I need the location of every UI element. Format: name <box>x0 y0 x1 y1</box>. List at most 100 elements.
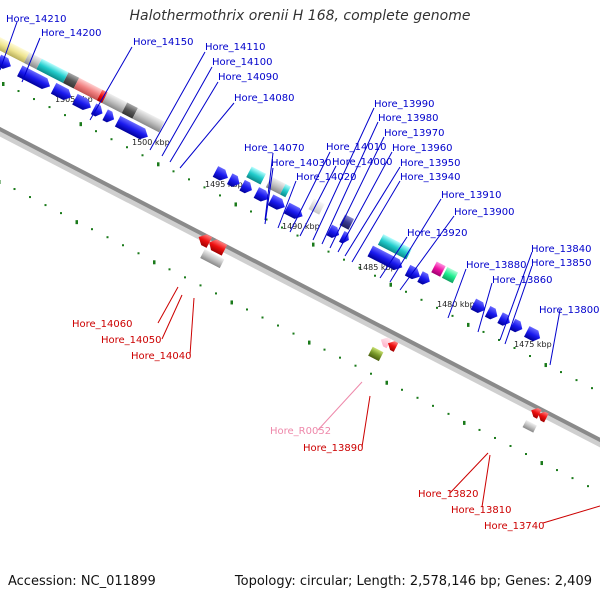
gene-label-hore-13980[interactable]: Hore_13980 <box>378 113 439 124</box>
gene-label-hore-14110[interactable]: Hore_14110 <box>205 42 266 53</box>
tick-dot <box>529 355 531 358</box>
gene-label-hore-13850[interactable]: Hore_13850 <box>531 258 592 269</box>
tick-dot <box>75 220 78 225</box>
gene-label-hore-14050[interactable]: Hore_14050 <box>101 335 162 346</box>
kbp-tick-label: 1500 kbp <box>132 138 170 147</box>
gene-feature[interactable] <box>431 261 446 277</box>
gene-arrow[interactable] <box>50 82 74 103</box>
tick-dot <box>478 428 481 431</box>
gene-label-hore-13880[interactable]: Hore_13880 <box>466 260 527 271</box>
gene-arrow[interactable] <box>114 115 151 142</box>
gene-arrow[interactable] <box>529 406 542 419</box>
tick-dot <box>215 292 217 295</box>
gene-feature[interactable] <box>441 267 459 284</box>
gene-feature[interactable] <box>0 33 30 63</box>
gene-arrow[interactable] <box>386 339 399 352</box>
gene-feature[interactable] <box>246 166 266 185</box>
gene-arrow[interactable] <box>484 305 500 322</box>
gene-arrow[interactable] <box>417 271 432 287</box>
gene-label-hore-14150[interactable]: Hore_14150 <box>133 37 194 48</box>
gene-label-hore-r0052[interactable]: Hore_R0052 <box>270 426 331 437</box>
gene-label-hore-13920[interactable]: Hore_13920 <box>407 228 468 239</box>
gene-feature[interactable] <box>36 58 69 83</box>
gene-feature[interactable] <box>132 107 165 133</box>
gene-arrow[interactable] <box>536 409 549 423</box>
gene-feature[interactable] <box>368 346 384 362</box>
tick-dot <box>405 290 407 293</box>
gene-label-hore-14090[interactable]: Hore_14090 <box>218 72 279 83</box>
gene-arrow[interactable] <box>196 232 213 248</box>
gene-label-hore-13810[interactable]: Hore_13810 <box>451 505 512 516</box>
genome-summary-text: Topology: circular; Length: 2,578,146 bp… <box>234 574 592 589</box>
gene-arrow[interactable] <box>339 231 352 245</box>
gene-label-hore-14210[interactable]: Hore_14210 <box>6 14 67 25</box>
gene-arrow[interactable] <box>239 179 254 196</box>
tick-dot <box>33 98 35 101</box>
gene-feature[interactable] <box>200 249 225 269</box>
gene-feature[interactable] <box>308 198 325 215</box>
gene-label-hore-14200[interactable]: Hore_14200 <box>41 28 102 39</box>
gene-label-hore-14010[interactable]: Hore_14010 <box>326 142 387 153</box>
gene-arrow[interactable] <box>379 335 392 349</box>
gene-arrow[interactable] <box>253 187 272 204</box>
gene-label-hore-14070[interactable]: Hore_14070 <box>244 143 305 154</box>
gene-feature[interactable] <box>102 92 128 114</box>
gene-feature[interactable] <box>73 77 103 101</box>
gene-label-hore-14000[interactable]: Hore_14000 <box>332 157 393 168</box>
gene-feature[interactable] <box>377 234 412 260</box>
gene-label-hore-13740[interactable]: Hore_13740 <box>484 521 545 532</box>
gene-arrow[interactable] <box>102 109 116 124</box>
tick-dot <box>48 106 51 109</box>
gene-label-hore-13840[interactable]: Hore_13840 <box>531 244 592 255</box>
tick-dot <box>416 396 419 399</box>
tick-dot <box>199 284 202 287</box>
gene-feature[interactable] <box>63 72 80 89</box>
gene-arrow[interactable] <box>72 93 93 113</box>
tick-dot <box>172 170 175 173</box>
tick-dot <box>560 371 562 374</box>
gene-arrow[interactable] <box>226 173 242 189</box>
gene-label-hore-14100[interactable]: Hore_14100 <box>212 57 273 68</box>
tick-dot <box>60 212 62 215</box>
gene-label-hore-13940[interactable]: Hore_13940 <box>400 172 461 183</box>
gene-feature[interactable] <box>23 52 42 70</box>
gene-label-hore-13960[interactable]: Hore_13960 <box>392 143 453 154</box>
tick-dot <box>312 242 315 247</box>
gene-label-hore-13860[interactable]: Hore_13860 <box>492 275 553 286</box>
gene-arrow[interactable] <box>207 237 228 256</box>
gene-label-hore-14040[interactable]: Hore_14040 <box>131 351 192 362</box>
gene-label-hore-13890[interactable]: Hore_13890 <box>303 443 364 454</box>
gene-feature[interactable] <box>121 102 138 119</box>
tick-dot <box>447 412 450 415</box>
kbp-tick-label: 1480 kbp <box>437 300 475 309</box>
gene-arrow[interactable] <box>509 318 525 335</box>
gene-feature[interactable] <box>339 214 355 230</box>
gene-label-hore-13900[interactable]: Hore_13900 <box>454 207 515 218</box>
gene-label-hore-13800[interactable]: Hore_13800 <box>539 305 600 316</box>
gene-arrow[interactable] <box>326 224 342 241</box>
gene-label-hore-13910[interactable]: Hore_13910 <box>441 190 502 201</box>
gene-arrow[interactable] <box>470 298 488 316</box>
gene-label-hore-13950[interactable]: Hore_13950 <box>400 158 461 169</box>
gene-arrow[interactable] <box>212 166 231 183</box>
gene-label-hore-13820[interactable]: Hore_13820 <box>418 489 479 500</box>
gene-label-hore-14080[interactable]: Hore_14080 <box>234 93 295 104</box>
gene-arrow[interactable] <box>17 65 53 92</box>
gene-arrow[interactable] <box>283 202 305 222</box>
gene-feature[interactable] <box>280 183 291 198</box>
tick-dot <box>575 379 578 382</box>
gene-arrow[interactable] <box>524 326 543 344</box>
tick-dot <box>168 268 171 271</box>
gene-label-hore-13970[interactable]: Hore_13970 <box>384 128 445 139</box>
gene-label-hore-13990[interactable]: Hore_13990 <box>374 99 435 110</box>
gene-label-hore-14020[interactable]: Hore_14020 <box>296 172 357 183</box>
gene-feature[interactable] <box>522 419 537 433</box>
gene-arrow[interactable] <box>267 194 288 212</box>
tick-dot <box>281 226 283 229</box>
tick-dot <box>323 348 326 351</box>
gene-label-hore-14030[interactable]: Hore_14030 <box>271 158 332 169</box>
gene-arrow[interactable] <box>367 245 405 273</box>
gene-label-hore-14060[interactable]: Hore_14060 <box>72 319 133 330</box>
tick-dot <box>261 316 264 319</box>
